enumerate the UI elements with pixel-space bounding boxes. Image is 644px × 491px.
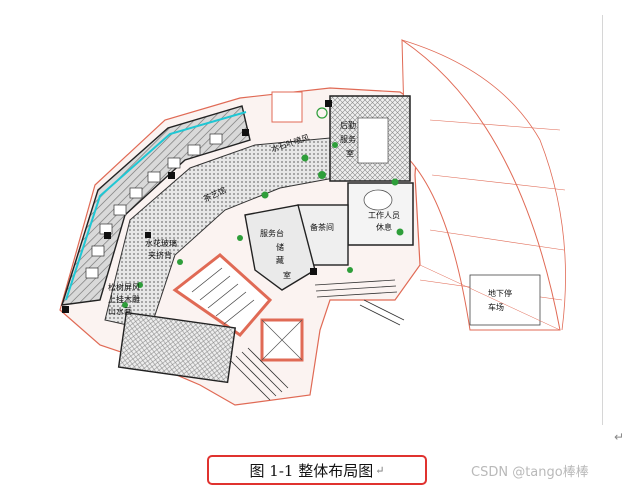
storage-room xyxy=(244,204,316,291)
room-label: 备茶间 xyxy=(310,222,334,232)
plant-markers xyxy=(122,142,404,308)
north-entrance xyxy=(271,91,303,123)
page-margin-line xyxy=(602,15,603,425)
parking-annex xyxy=(401,39,561,331)
teahouse-band xyxy=(61,105,251,306)
room-label: 山水画 xyxy=(108,306,132,316)
room-label: 地下停 xyxy=(488,288,512,298)
round-feature xyxy=(316,107,328,119)
room-label: 水花玻璃 xyxy=(145,238,177,248)
paragraph-mark: ↵ xyxy=(614,430,625,444)
caption-text: 图 1-1 整体布局图 xyxy=(249,461,374,480)
room-label: 休息 xyxy=(376,222,392,232)
room-label: 室 xyxy=(346,148,354,158)
room-label: 夹挤背 xyxy=(148,250,172,260)
stair-core xyxy=(172,253,273,338)
room-label: 服务台 xyxy=(260,228,284,238)
entrance-lobby xyxy=(117,311,237,384)
room-label: 上挂木雕 xyxy=(108,294,140,304)
room-label: 松树屏风 xyxy=(108,282,140,292)
exterior-steps xyxy=(229,279,405,401)
room-label: 车场 xyxy=(488,302,504,312)
figure-caption: 图 1-1 整体布局图 ↵ xyxy=(207,455,427,485)
glass-partition xyxy=(65,111,247,301)
room-label: 工作人员 xyxy=(368,210,400,220)
structural-columns xyxy=(62,100,332,313)
room-label: 室 xyxy=(283,270,291,280)
room-label: 藏 xyxy=(276,255,284,265)
room-label: 储 xyxy=(276,242,284,252)
caption-paragraph-mark: ↵ xyxy=(375,463,385,477)
room-label: 服务 xyxy=(340,134,356,144)
room-label: 后勤 xyxy=(340,120,356,130)
watermark: CSDN @tango棒棒 xyxy=(471,465,589,480)
